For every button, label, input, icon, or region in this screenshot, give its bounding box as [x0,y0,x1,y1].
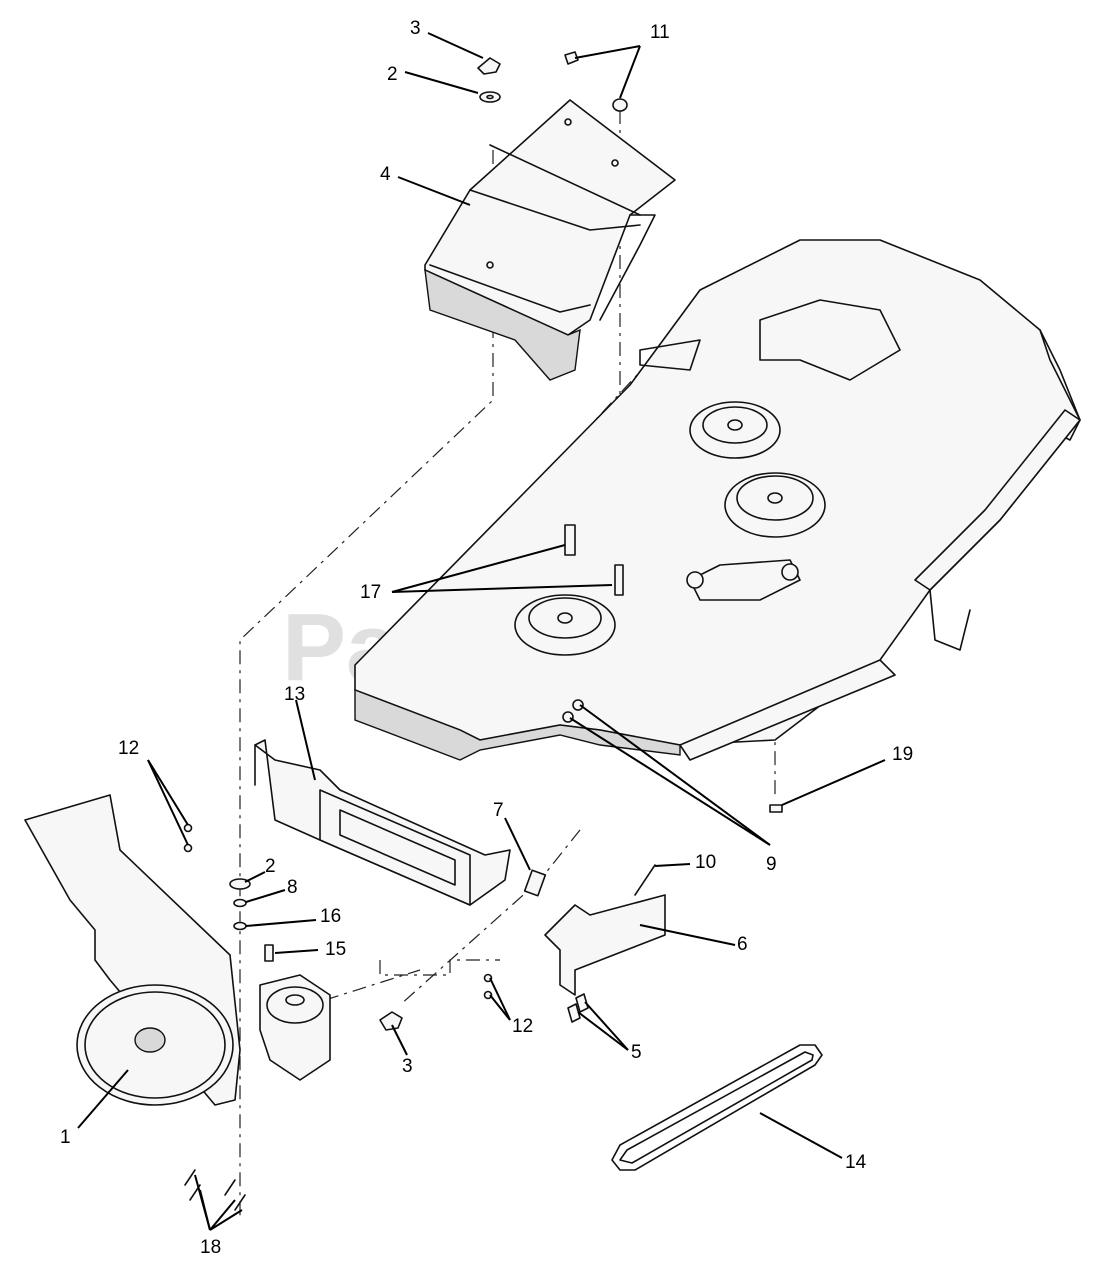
callout-9: 9 [766,854,777,875]
deck-pulley-1 [689,401,781,459]
callout-2-top: 2 [387,64,398,85]
part-19-bolt [769,804,783,813]
part-5-bolts [567,993,589,1023]
part-7-spacer [523,869,547,897]
part-8-washer [233,898,247,908]
callout-12-left: 12 [118,738,139,759]
callout-14: 13 [284,684,305,705]
callout-11: 11 [650,22,670,43]
part-16-spacer [264,944,274,962]
part-17-washer [233,921,247,931]
idler-arm [686,559,801,601]
part-13-belt [611,1044,823,1171]
callout-4: 4 [380,164,391,185]
callout-18: 17 [360,582,381,603]
callout-16: 15 [325,939,346,960]
leader-lines [77,32,886,1231]
callout-13: 14 [845,1152,867,1173]
callout-6: 6 [737,934,748,955]
callout-1: 1 [60,1127,71,1148]
part-18-pins [564,524,624,596]
deck-pulley-3 [514,594,616,656]
callout-7: 7 [493,800,504,821]
part-4-belt-cover [424,99,676,381]
callout-labels: 3 2 11 4 17 13 12 19 7 9 10 2 8 16 15 6 … [60,18,913,1258]
part-2-washer-top [479,91,501,103]
callout-12-right: 12 [512,1016,533,1037]
part-6-plate [544,894,666,996]
callout-3-lower: 3 [402,1056,413,1077]
part-3-knob-top [477,57,501,75]
callout-5: 5 [631,1042,642,1063]
part-11-bolt-nut [564,51,628,112]
callout-8: 8 [287,877,298,898]
callout-3-top: 3 [410,18,421,39]
part-10-pin [634,864,656,896]
callout-17: 16 [320,906,341,927]
part-15-clips [184,1169,246,1211]
deck-pulley-2 [724,472,826,538]
callout-19: 19 [892,744,913,765]
part-3-knob-lower [379,1011,403,1031]
callout-15: 18 [200,1237,221,1258]
callout-10: 10 [695,852,716,873]
callout-2-lower: 2 [265,856,276,877]
part-1-blower [24,794,331,1106]
